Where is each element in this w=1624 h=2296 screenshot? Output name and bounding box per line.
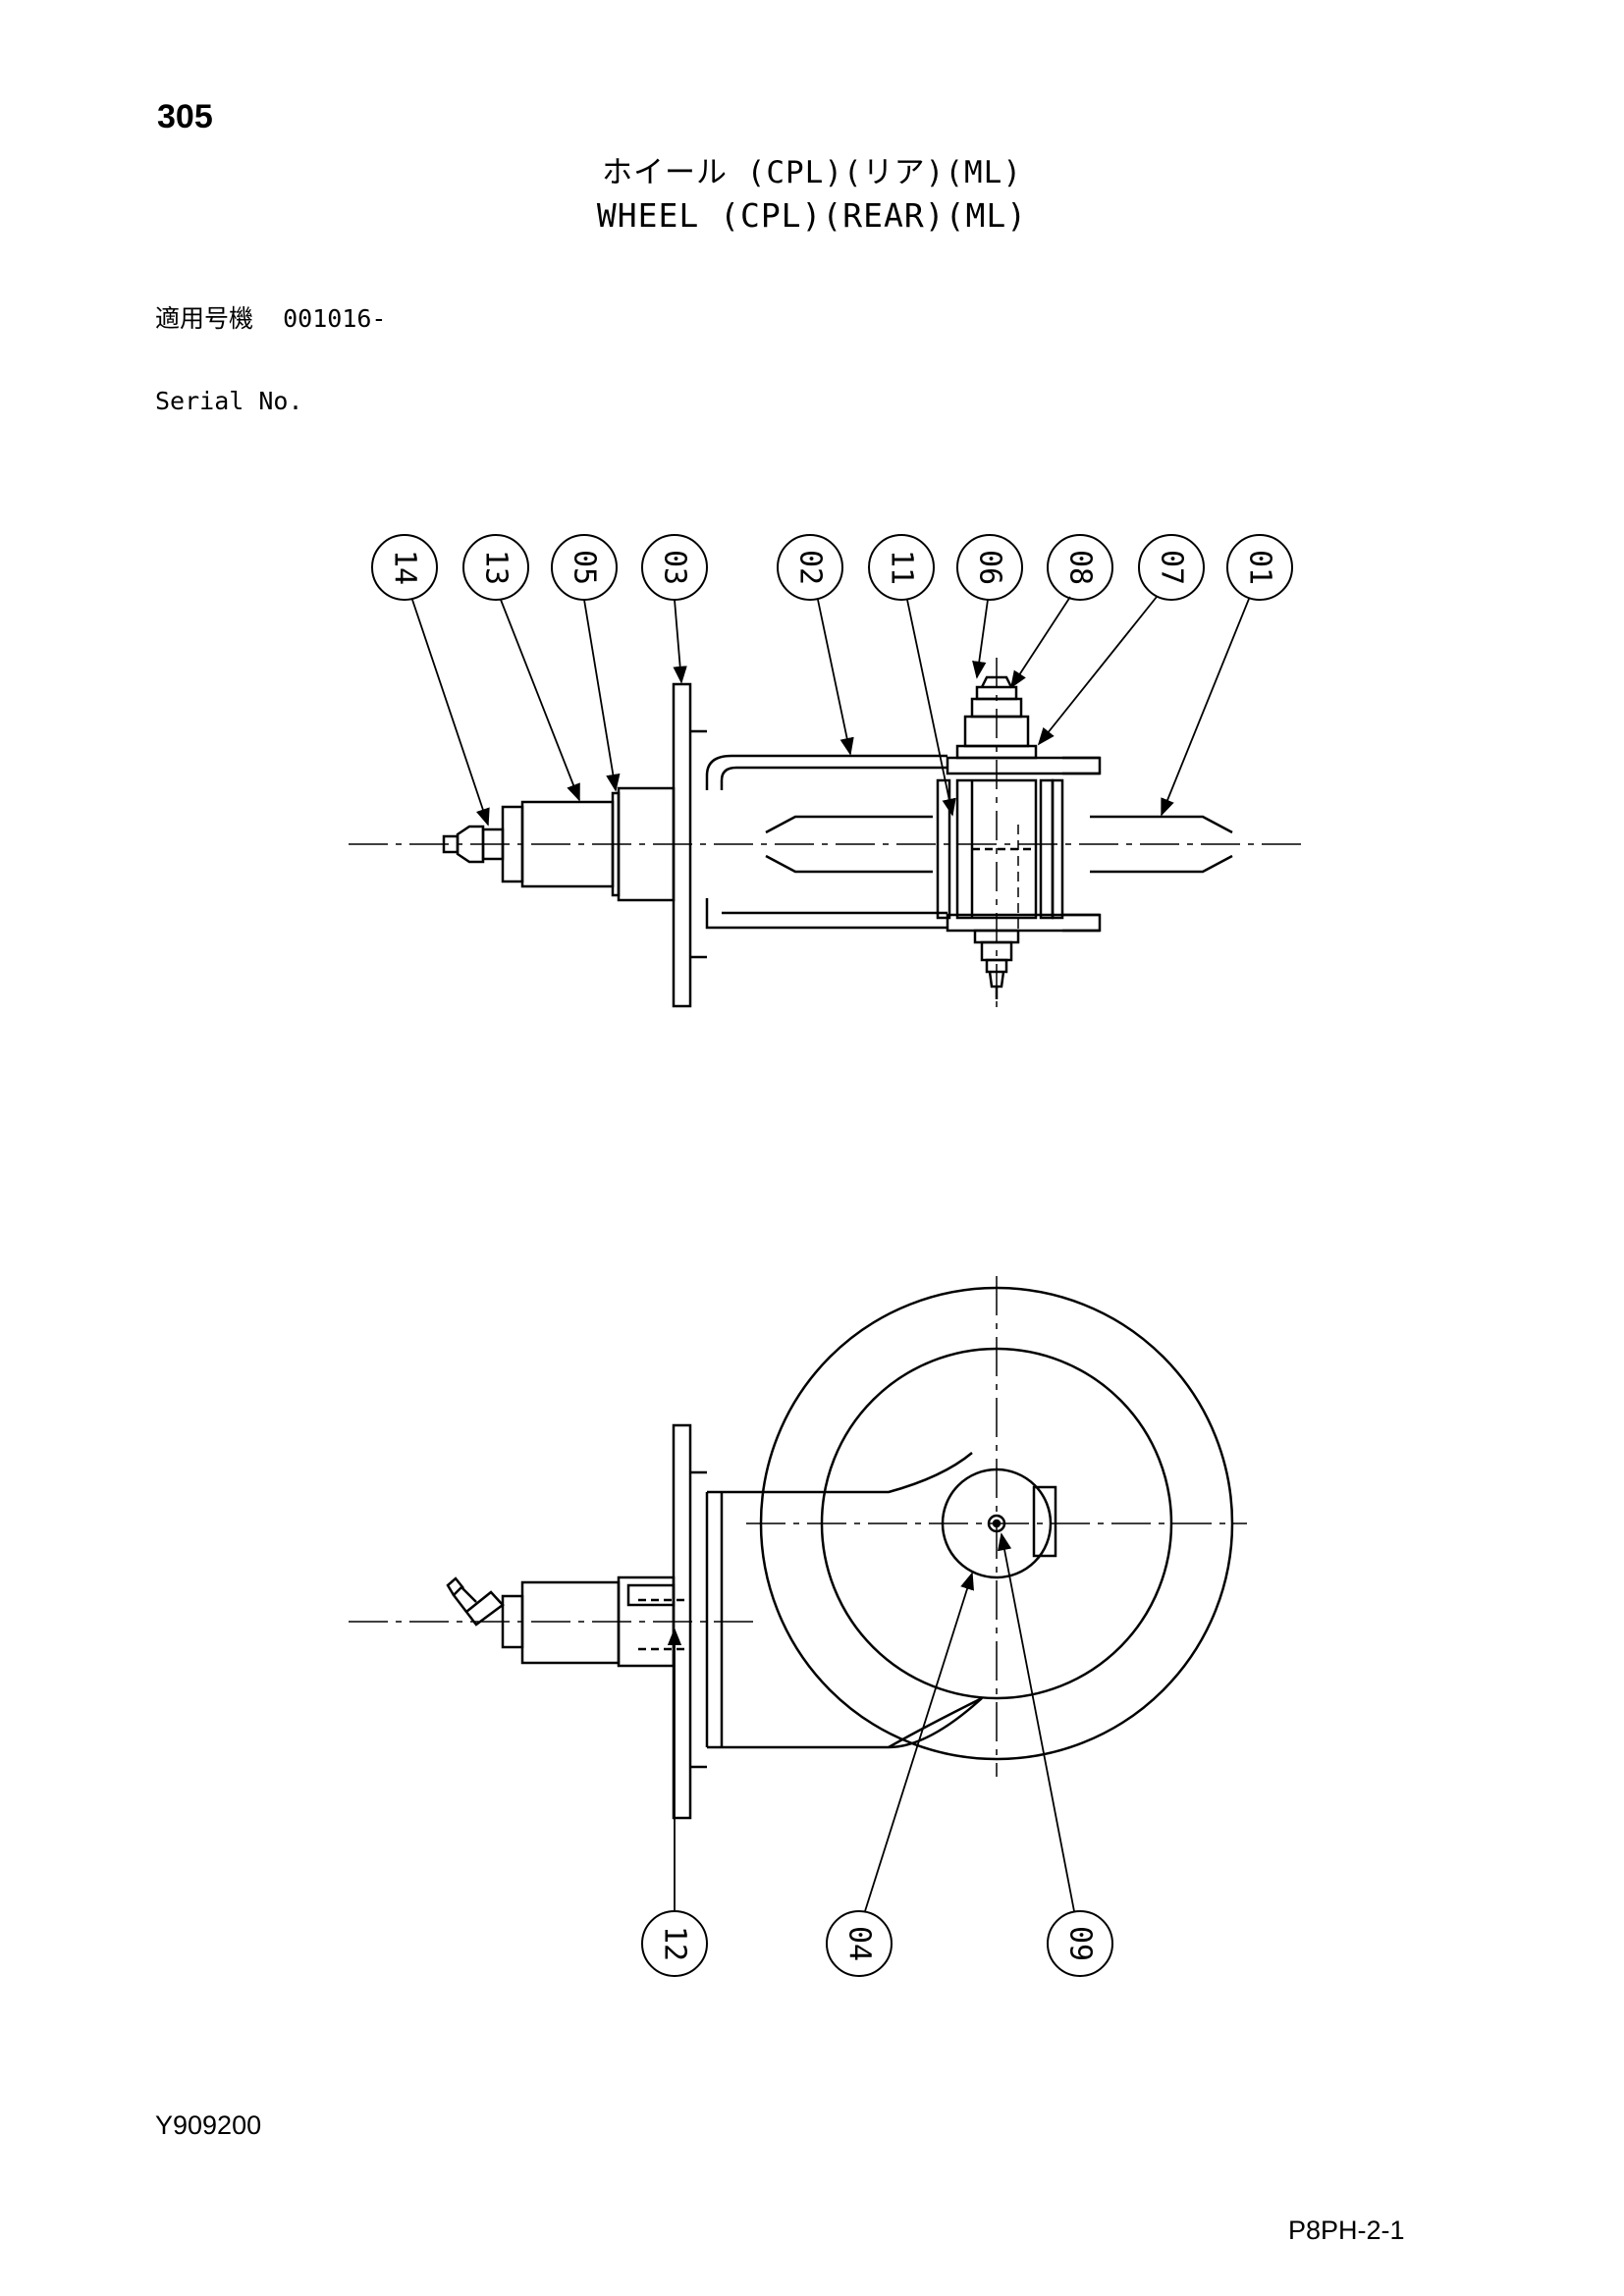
callout-label: 13 [479, 550, 514, 585]
callout-08: 08 [1010, 534, 1113, 689]
callout-label: 06 [973, 550, 1007, 585]
callout-14: 14 [371, 534, 490, 827]
drawing-code: Y909200 [155, 2110, 262, 2140]
callout-label: 14 [388, 550, 422, 585]
callouts-bottom: 12 04 09 [641, 1532, 1113, 1977]
callout-label: 05 [568, 550, 602, 585]
callout-label: 11 [885, 550, 919, 585]
callout-label: 04 [842, 1926, 877, 1961]
callout-09: 09 [997, 1532, 1113, 1977]
callout-12: 12 [641, 1628, 708, 1977]
serial-label-jp: 適用号機 [155, 304, 254, 333]
callout-03: 03 [641, 534, 708, 684]
callout-label: 07 [1155, 550, 1189, 585]
serial-label-en: Serial No. [155, 387, 303, 415]
callout-label: 08 [1063, 550, 1098, 585]
callouts-top: 14 13 05 03 02 11 06 [371, 534, 1293, 827]
callout-label: 02 [793, 550, 828, 585]
callout-label: 12 [658, 1926, 692, 1961]
callout-11: 11 [868, 534, 956, 817]
callout-label: 09 [1063, 1926, 1098, 1961]
title-english: WHEEL (CPL)(REAR)(ML) [596, 196, 1028, 235]
page-code: P8PH-2-1 [1288, 2216, 1405, 2245]
callout-07: 07 [1037, 534, 1205, 746]
callout-13: 13 [462, 534, 580, 802]
front-view [349, 1276, 1247, 1820]
callout-label: 03 [658, 550, 692, 585]
callout-01: 01 [1161, 534, 1293, 817]
page-number: 305 [157, 98, 213, 135]
callout-06: 06 [956, 534, 1023, 679]
side-view [349, 658, 1306, 1011]
serial-block: 適用号機 001016- Serial No. [155, 250, 386, 443]
callout-label: 01 [1243, 550, 1277, 585]
serial-value: 001016- [283, 304, 387, 333]
callout-02: 02 [777, 534, 854, 756]
callout-05: 05 [551, 534, 621, 792]
callout-04: 04 [826, 1572, 974, 1977]
title-japanese: ホイール (CPL)(リア)(ML) [602, 155, 1022, 190]
